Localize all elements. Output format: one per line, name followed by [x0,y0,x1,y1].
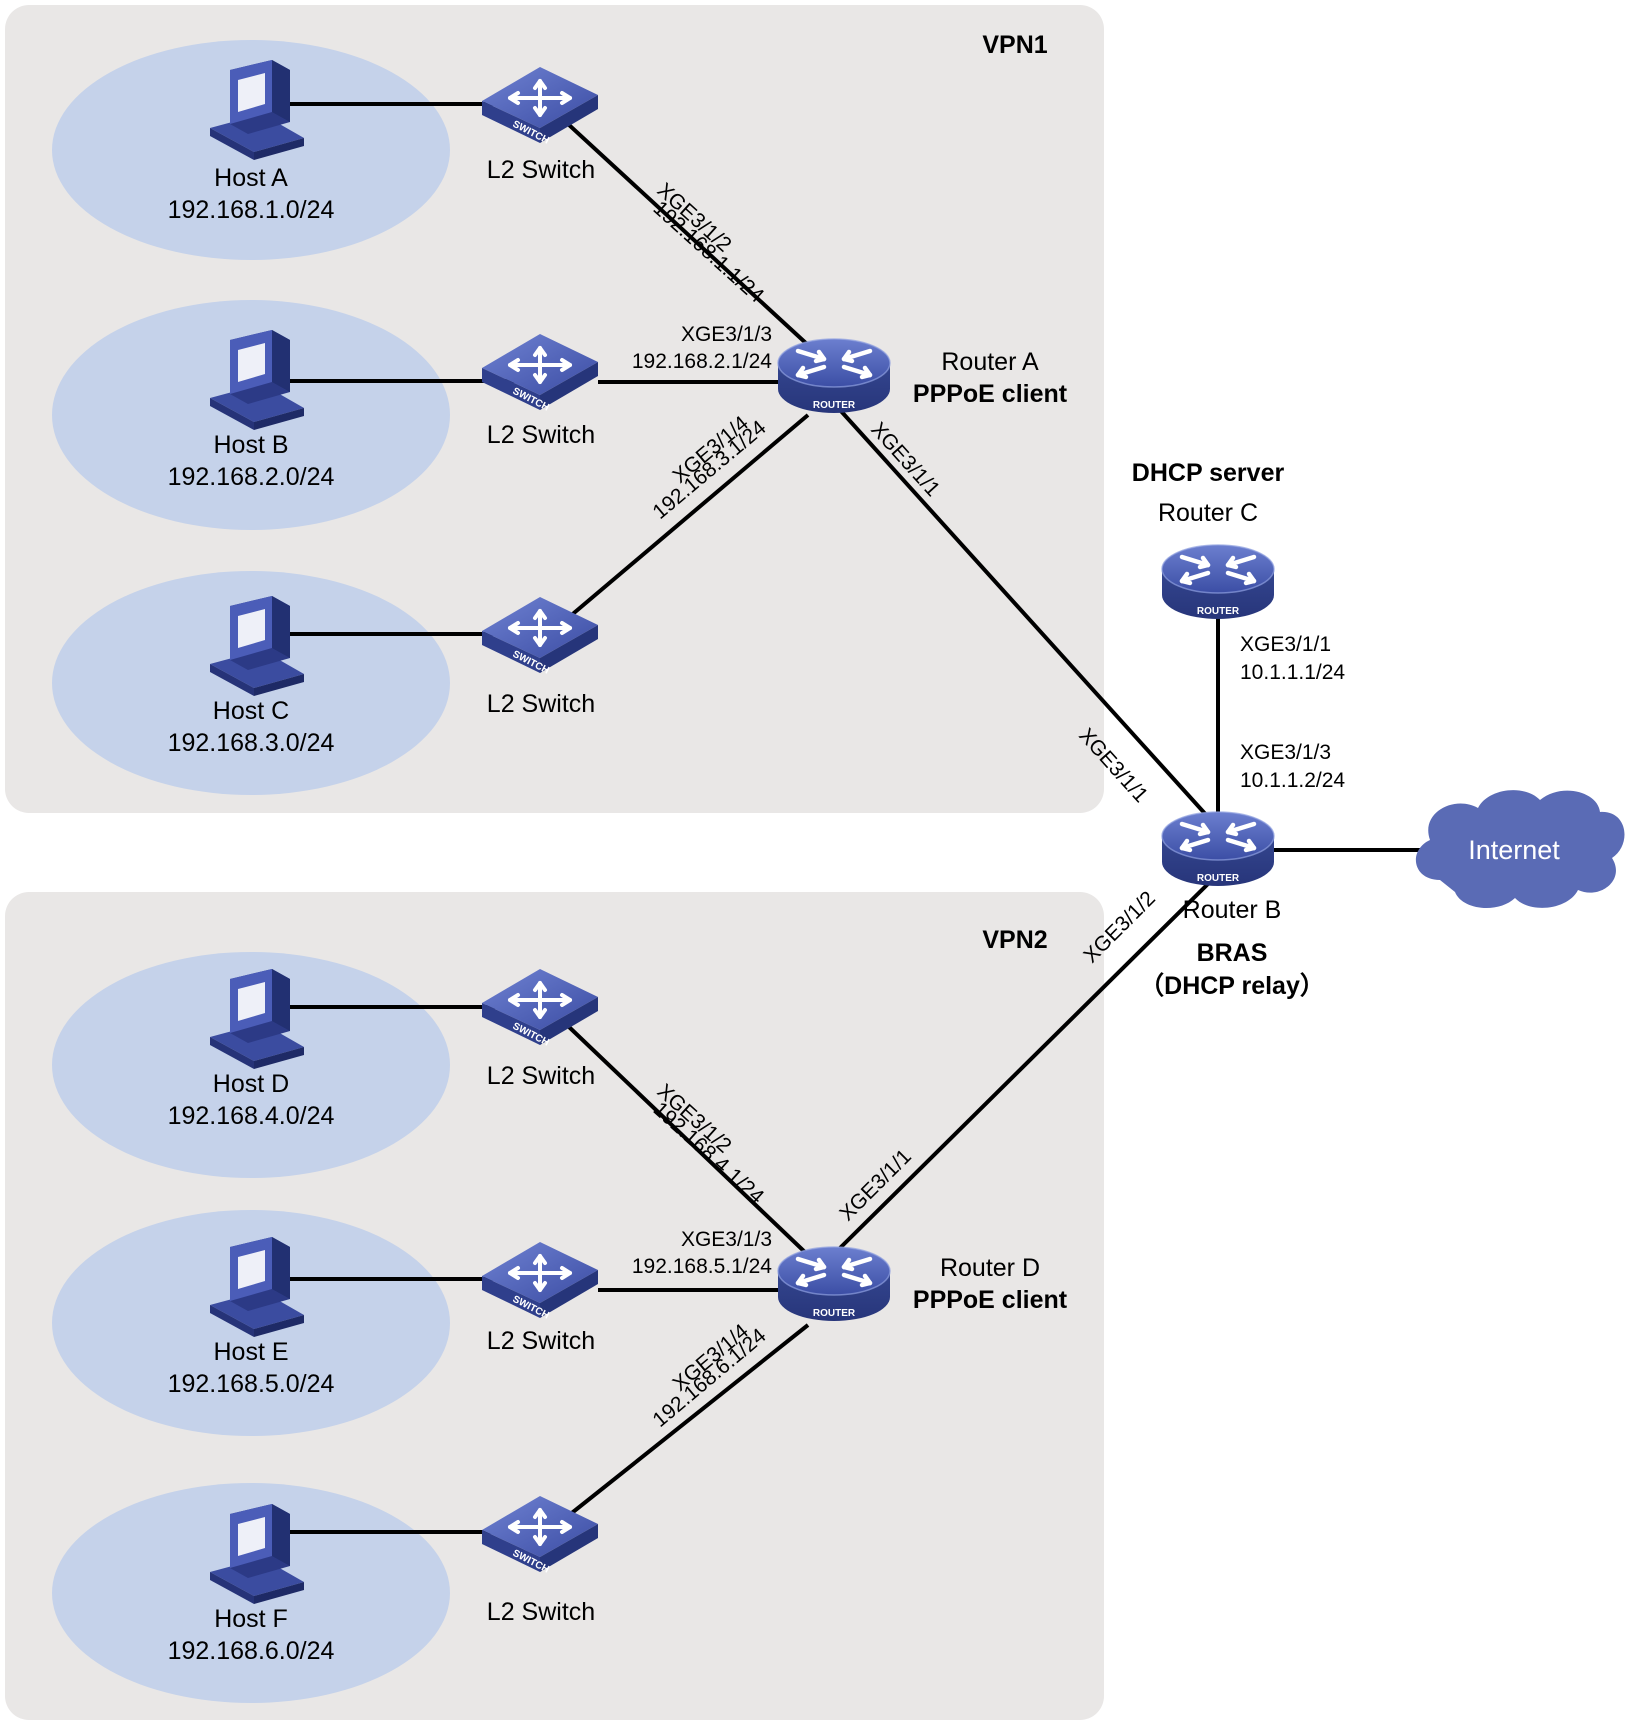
host-f-subnet: 192.168.6.0/24 [168,1637,335,1665]
router-b-name: Router B [1183,896,1282,924]
link-switch-c-router-a [566,413,810,620]
router-c-port-xge3-1-1-ip: 10.1.1.1/24 [1240,661,1345,684]
router-a-port-xge3-1-3-ip: 192.168.2.1/24 [632,350,772,373]
cloud-icon [1415,790,1625,909]
router-c-port-xge3-1-1: XGE3/1/1 [1240,633,1331,656]
switch-label: L2 Switch [487,1327,595,1355]
router-a-role: PPPoE client [913,380,1068,408]
router-b-role-detail: （DHCP relay） [1139,971,1325,1000]
vpn2-title: VPN2 [982,926,1047,954]
link-router-d-router-b [838,872,1220,1250]
router-d-port-xge3-1-3: XGE3/1/3 [681,1228,772,1251]
host-b-name: Host B [213,431,288,459]
link-switch-f-router-d [566,1323,810,1518]
router-d-name: Router D [940,1254,1040,1282]
switch-4: SWITCH L2 Switch [480,967,600,1090]
switch-2: SWITCH L2 Switch [480,332,600,449]
router-d-port-xge3-1-3-ip: 192.168.5.1/24 [632,1255,772,1278]
router-b-port-xge3-1-3: XGE3/1/3 [1240,741,1331,764]
host-d-name: Host D [213,1070,289,1098]
router-a: ROUTER Router A PPPoE client [778,339,1068,413]
router-b-port-xge3-1-3-ip: 10.1.1.2/24 [1240,769,1345,792]
router-badge: ROUTER [1197,873,1240,884]
router-c-name: Router C [1158,499,1258,527]
router-c: DHCP server Router C ROUTER [1132,459,1285,619]
router-c-role: DHCP server [1132,459,1285,487]
internet-cloud: Internet [1415,790,1625,909]
host-a-name: Host A [214,164,288,192]
router-badge: ROUTER [1197,606,1240,617]
switch-3: SWITCH L2 Switch [480,595,600,718]
internet-label: Internet [1468,835,1560,865]
host-a-subnet: 192.168.1.0/24 [168,196,335,224]
link-switch-d-router-d [566,1024,810,1257]
switch-label: L2 Switch [487,690,595,718]
switch-label: L2 Switch [487,1598,595,1626]
host-d-subnet: 192.168.4.0/24 [168,1102,335,1130]
router-a-name: Router A [941,348,1039,376]
host-b-subnet: 192.168.2.0/24 [168,463,335,491]
switch-label: L2 Switch [487,421,595,449]
router-b: ROUTER Router B BRAS （DHCP relay） [1139,812,1325,1000]
router-d-role: PPPoE client [913,1286,1068,1314]
vpn1-title: VPN1 [982,31,1047,59]
host-e-name: Host E [213,1338,288,1366]
router-badge: ROUTER [813,1308,856,1319]
router-badge: ROUTER [813,400,856,411]
link-router-a-router-b [838,408,1220,830]
links [290,102,1430,1534]
router-d: ROUTER Router D PPPoE client [778,1247,1068,1321]
switch-label: L2 Switch [487,1062,595,1090]
host-e-subnet: 192.168.5.0/24 [168,1370,335,1398]
link-switch-a-router-a [566,122,810,347]
router-b-role: BRAS [1197,939,1268,967]
host-c-name: Host C [213,697,289,725]
switch-5: SWITCH L2 Switch [480,1240,600,1355]
router-a-port-xge3-1-3: XGE3/1/3 [681,323,772,346]
host-f-name: Host F [214,1605,288,1633]
switch-label: L2 Switch [487,156,595,184]
host-c-subnet: 192.168.3.0/24 [168,729,335,757]
